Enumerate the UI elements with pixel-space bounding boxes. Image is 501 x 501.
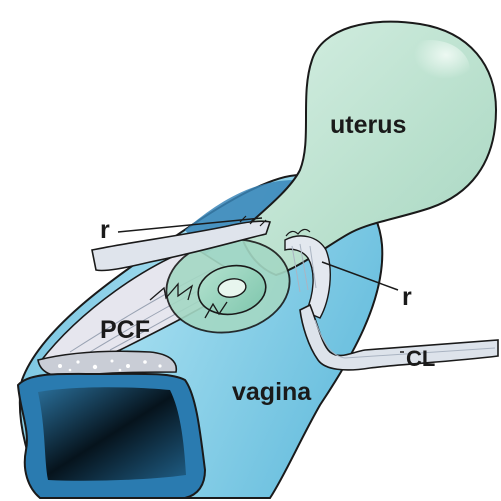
vagina-wall-cut [38,351,176,376]
vagina-lumen [38,387,186,481]
label-cl: CL [406,346,435,371]
label-pcf: PCF [100,316,150,344]
label-uterus: uterus [330,111,406,139]
label-r-right: r [402,283,412,311]
label-r-left: r [100,216,110,244]
label-vagina: vagina [232,378,312,406]
